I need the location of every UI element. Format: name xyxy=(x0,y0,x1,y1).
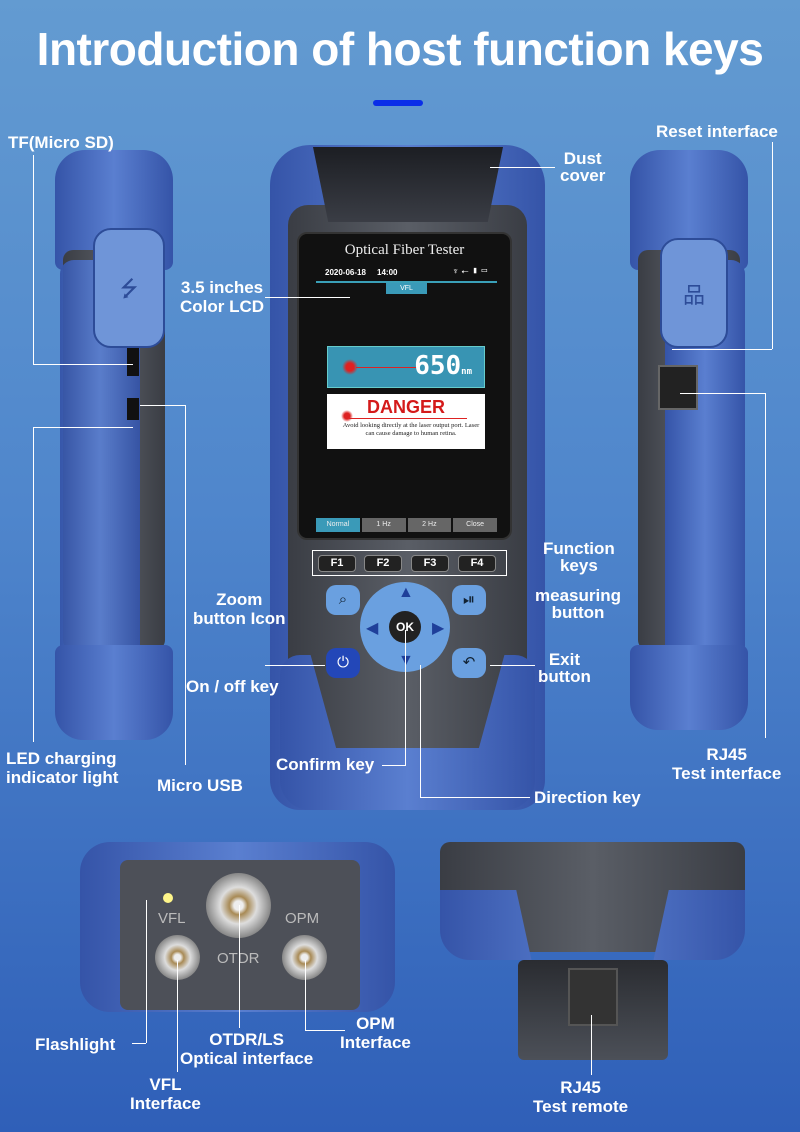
measuring-button[interactable]: ⏯ xyxy=(452,585,486,615)
micro-usb-port xyxy=(127,398,139,420)
page-title: Introduction of host function keys xyxy=(36,23,764,75)
right-side-device: 品 xyxy=(630,150,748,730)
danger-text: Avoid looking directly at the laser outp… xyxy=(342,422,480,437)
arrow-left-icon[interactable]: ◀ xyxy=(366,620,379,637)
screen-title: Optical Fiber Tester xyxy=(344,242,465,258)
usb-cover[interactable]: ⭍ xyxy=(93,228,165,348)
label-tf: TF(Micro SD) xyxy=(8,133,114,152)
rj45-port xyxy=(658,365,698,410)
usb-icon: ⭍ xyxy=(119,276,139,301)
wavelength-value: 650 xyxy=(414,351,462,381)
power-button[interactable]: ⏻ xyxy=(326,648,360,678)
laser-icon xyxy=(341,410,353,422)
port-label-opm: OPM xyxy=(285,910,320,927)
wavelength-unit: nm xyxy=(461,367,472,377)
opm-port xyxy=(282,935,327,980)
label-measuring: measuring button xyxy=(535,586,621,622)
back-arrow-icon: ↶ xyxy=(462,654,476,671)
rj45-remote-port xyxy=(568,968,618,1026)
dust-cover[interactable] xyxy=(313,147,503,222)
exit-button[interactable]: ↶ xyxy=(452,648,486,678)
title-accent-bar xyxy=(373,100,423,106)
label-rj45-remote: RJ45 Test remote xyxy=(533,1078,629,1116)
search-icon: ⌕ xyxy=(338,591,348,608)
label-lcd: 3.5 inches Color LCD xyxy=(180,278,265,316)
label-exit: Exit button xyxy=(538,650,591,686)
label-direction: Direction key xyxy=(534,788,641,807)
laser-icon xyxy=(342,359,358,375)
status-icons: ♆ ⭠ ▮ ▭ xyxy=(452,266,488,277)
label-micro-usb: Micro USB xyxy=(157,776,243,795)
wavelength-panel: 650nm xyxy=(327,346,485,388)
label-onoff: On / off key xyxy=(186,677,279,696)
mode-normal[interactable]: Normal xyxy=(316,518,360,532)
label-opm: OPM Interface xyxy=(340,1014,411,1052)
sd-card-icon: ▮ xyxy=(471,266,479,276)
f3-key[interactable]: F3 xyxy=(411,555,449,572)
mode-close[interactable]: Close xyxy=(453,518,497,532)
label-zoom: Zoom button Icon xyxy=(193,590,286,628)
play-pause-icon: ⏯ xyxy=(462,591,475,608)
label-rj45: RJ45 Test interface xyxy=(672,745,782,783)
battery-icon: ▭ xyxy=(480,266,488,276)
port-label-otdr: OTDR xyxy=(217,950,260,967)
arrow-right-icon[interactable]: ▶ xyxy=(432,620,445,637)
f1-key[interactable]: F1 xyxy=(318,555,356,572)
mode-1hz[interactable]: 1 Hz xyxy=(361,518,406,532)
power-icon: ⏻ xyxy=(337,654,349,671)
usb-icon: ⭠ xyxy=(461,266,469,276)
label-confirm: Confirm key xyxy=(276,755,375,774)
network-icon: 品 xyxy=(682,283,705,308)
flashlight-icon: ♆ xyxy=(452,266,459,276)
label-dust-cover: Dust cover xyxy=(560,149,606,185)
flashlight-led xyxy=(163,893,173,903)
label-otdr: OTDR/LS Optical interface xyxy=(180,1030,314,1068)
label-flashlight: Flashlight xyxy=(35,1035,116,1054)
mode-2hz[interactable]: 2 Hz xyxy=(407,518,452,532)
label-reset: Reset interface xyxy=(656,122,778,141)
danger-panel: DANGER Avoid looking directly at the las… xyxy=(327,394,485,449)
label-led: LED charging indicator light xyxy=(6,749,119,787)
screen-date: 2020-06-18 xyxy=(325,268,366,277)
left-side-device: ⭍ xyxy=(55,150,173,740)
direction-pad[interactable]: ▲ ▼ ◀ ▶ OK xyxy=(360,582,450,672)
arrow-up-icon[interactable]: ▲ xyxy=(398,584,414,601)
label-function-keys: Function keys xyxy=(543,539,615,575)
zoom-button[interactable]: ⌕ xyxy=(326,585,360,615)
label-vfl: VFL Interface xyxy=(130,1075,201,1113)
danger-title: DANGER xyxy=(367,397,446,417)
screen-time: 14:00 xyxy=(377,268,398,277)
lcd-screen: Optical Fiber Tester 2020-06-18 14:00 ♆ … xyxy=(297,232,512,540)
port-label-vfl: VFL xyxy=(158,910,186,927)
rj45-cover[interactable]: 品 xyxy=(660,238,728,348)
otdr-port xyxy=(206,873,271,938)
f2-key[interactable]: F2 xyxy=(364,555,402,572)
tab-vfl[interactable]: VFL xyxy=(386,283,427,294)
micro-sd-slot xyxy=(127,348,139,376)
f4-key[interactable]: F4 xyxy=(458,555,496,572)
mode-bar: Normal 1 Hz 2 Hz Close xyxy=(316,518,497,532)
